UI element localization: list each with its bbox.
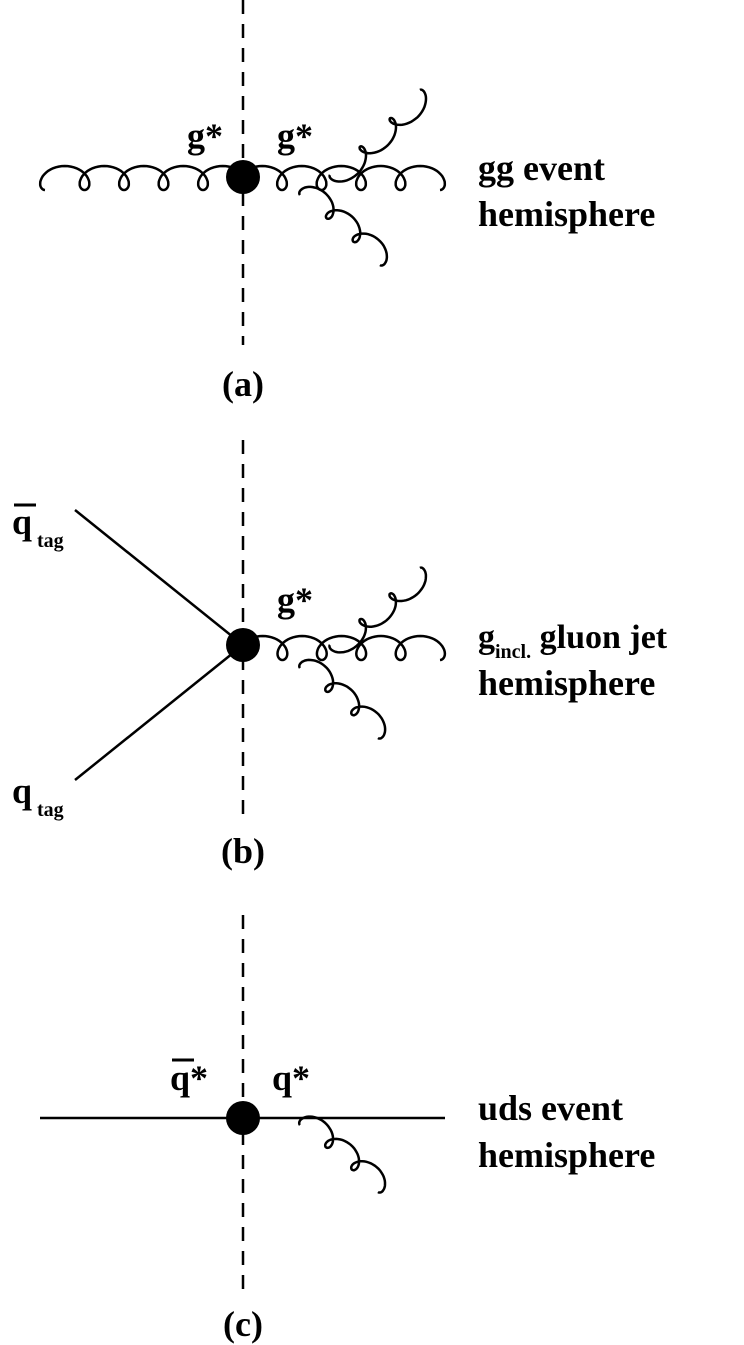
panel-b-side-text-2: hemisphere xyxy=(478,663,655,703)
panel-a-gluon-upper-branch xyxy=(328,88,428,183)
panel-a-left-gluon-label: g* xyxy=(187,116,223,156)
panel-b-lower-quark-subscript: tag xyxy=(37,799,64,821)
panel-b-caption: (b) xyxy=(221,831,265,871)
panel-b: q tag q tag g* gincl. gluon jet hemisphe… xyxy=(12,440,668,871)
panel-b-upper-quark-line xyxy=(74,509,244,646)
panel-c-quark-label: q* xyxy=(272,1058,310,1098)
panel-b-gluon-label: g* xyxy=(277,580,313,620)
panel-b-lower-quark-symbol: q xyxy=(12,771,32,811)
panel-a-vertex xyxy=(226,160,260,194)
panel-c-caption: (c) xyxy=(223,1304,263,1344)
panel-a-caption: (a) xyxy=(222,364,264,404)
panel-b-lower-quark-label: q tag xyxy=(12,771,64,821)
panel-b-gluon-horizontal xyxy=(236,634,447,662)
panel-b-upper-quark-label: q tag xyxy=(12,502,64,552)
panel-c-side-text-2: hemisphere xyxy=(478,1135,655,1175)
panel-b-gluon-lower-branch xyxy=(298,658,387,740)
panel-b-side-text-1-main: g xyxy=(478,619,495,656)
panel-c-side-text-1: uds event xyxy=(478,1088,623,1128)
panel-a-gluon-lower-branch xyxy=(298,185,389,267)
panel-b-upper-quark-subscript: tag xyxy=(37,530,64,552)
panel-a-right-gluon-label: g* xyxy=(277,116,313,156)
panel-b-vertex xyxy=(226,628,260,662)
panel-b-gluon-upper-branch xyxy=(328,566,428,654)
panel-c-vertex xyxy=(226,1101,260,1135)
panel-c-gluon-branch xyxy=(297,1115,387,1194)
panel-c-antiquark-symbol: q* xyxy=(170,1058,208,1098)
panel-b-side-text-1-rest: gluon jet xyxy=(531,619,668,656)
panel-b-upper-quark-symbol: q xyxy=(12,502,32,542)
panel-b-lower-quark-line xyxy=(74,644,244,781)
panel-b-side-text-1: gincl. gluon jet xyxy=(478,619,668,663)
panel-a-side-text-2: hemisphere xyxy=(478,194,655,234)
panel-c-antiquark-label: q* xyxy=(170,1058,208,1098)
panel-a: g* g* gg event hemisphere (a) xyxy=(38,0,655,404)
panel-a-side-text-1: gg event xyxy=(478,148,605,188)
panel-c: q* q* uds event hemisphere (c) xyxy=(40,915,655,1344)
panel-b-side-text-1-subscript: incl. xyxy=(495,641,531,663)
